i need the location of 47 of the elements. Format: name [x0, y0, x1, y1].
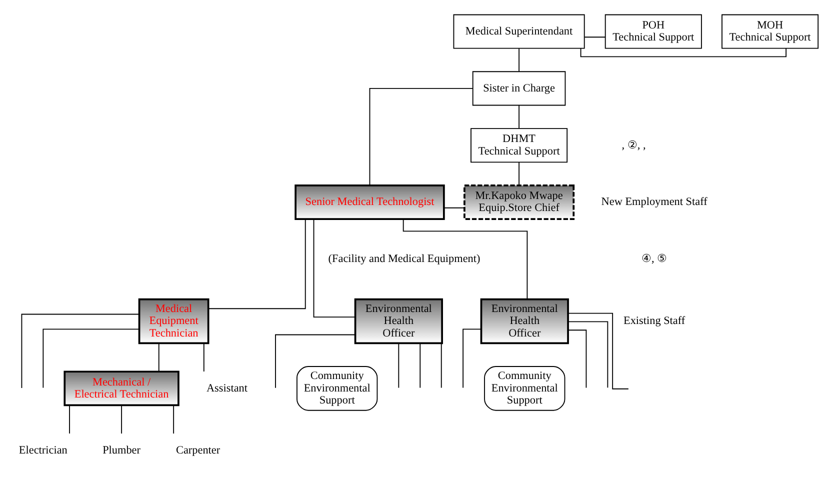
connector: [420, 342, 421, 388]
connector: [443, 206, 465, 208]
node-box: DHMT Technical Support: [470, 128, 568, 162]
connector: [584, 36, 606, 38]
label: Existing Staff: [624, 314, 686, 327]
connector: [69, 404, 70, 434]
node-box: MOH Technical Support: [722, 14, 819, 48]
node-box: POH Technical Support: [604, 14, 702, 48]
node-box: Environmental Health Officer: [480, 298, 569, 344]
node-text: Plumber: [102, 444, 141, 456]
connector: [440, 342, 442, 388]
connector: [568, 320, 608, 388]
connector: [173, 404, 174, 434]
node-box: Environmental Health Officer: [354, 298, 443, 344]
connector: [462, 328, 482, 388]
connector: [568, 312, 629, 389]
node-text: Electrician: [18, 444, 68, 456]
node-box: Sister in Charge: [472, 70, 566, 106]
label: New Employment Staff: [601, 196, 708, 208]
connector: [518, 104, 520, 128]
connector: [398, 342, 400, 388]
connector: [121, 404, 122, 434]
label: , ②, ,: [622, 138, 646, 151]
label: (Facility and Medical Equipment): [328, 252, 480, 265]
connector: [402, 218, 528, 299]
node-box: Mr.Kapoko Mwape Equip.Store Chief: [464, 184, 575, 220]
connector: [203, 342, 204, 372]
node-text: Carpenter: [176, 444, 220, 456]
connector: [518, 161, 520, 186]
connector: [158, 342, 160, 372]
node-box: Mechanical / Electrical Technician: [64, 370, 180, 406]
connector: [369, 87, 474, 186]
node-box: Medical Superintendant: [453, 14, 585, 48]
connector: [518, 48, 520, 72]
node-box: Community Environmental Support: [484, 366, 566, 410]
connector: [42, 328, 140, 388]
node-box: Medical Equipment Technician: [138, 298, 210, 344]
connector: [275, 334, 356, 388]
connector: [21, 313, 140, 388]
node-box: Senior Medical Technologist: [294, 184, 445, 220]
label: ④, ⑤: [642, 252, 668, 265]
node-text: Assistant: [206, 382, 248, 394]
connector: [313, 218, 356, 318]
connector: [208, 218, 306, 309]
node-box: Community Environmental Support: [296, 366, 378, 410]
connector: [568, 329, 587, 388]
connector: [580, 48, 787, 57]
